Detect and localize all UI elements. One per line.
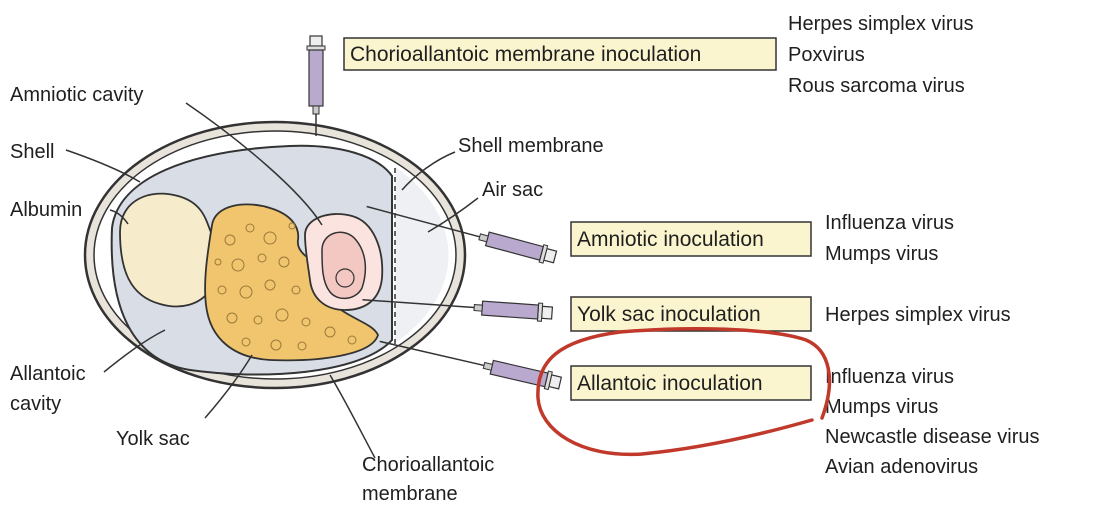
virus-item: Influenza virus bbox=[825, 366, 954, 388]
inoculation-allantoic-label: Allantoic inoculation bbox=[577, 372, 763, 395]
virus-list-allantoic: Influenza virus Mumps virus Newcastle di… bbox=[825, 366, 1040, 478]
virus-item: Newcastle disease virus bbox=[825, 426, 1040, 448]
label-amniotic-cavity: Amniotic cavity bbox=[10, 84, 143, 106]
inoculation-cam: Chorioallantoic membrane inoculation bbox=[344, 38, 776, 70]
virus-list-cam: Herpes simplex virus Poxvirus Rous sarco… bbox=[788, 13, 974, 97]
inoculation-allantoic: Allantoic inoculation bbox=[571, 366, 811, 400]
inoculation-cam-label: Chorioallantoic membrane inoculation bbox=[350, 43, 701, 66]
label-chorioallantoic-membrane-line2: membrane bbox=[362, 483, 458, 505]
label-air-sac: Air sac bbox=[482, 179, 543, 201]
inoculation-yolk-sac-label: Yolk sac inoculation bbox=[577, 303, 761, 326]
virus-item: Herpes simplex virus bbox=[825, 304, 1011, 326]
inoculation-amniotic-label: Amniotic inoculation bbox=[577, 228, 764, 251]
label-allantoic-cavity-line2: cavity bbox=[10, 393, 61, 415]
syringe-cam bbox=[307, 36, 325, 136]
virus-item: Mumps virus bbox=[825, 396, 938, 418]
virus-list-yolk-sac: Herpes simplex virus bbox=[825, 304, 1011, 326]
virus-item: Mumps virus bbox=[825, 243, 938, 265]
label-shell-membrane: Shell membrane bbox=[458, 135, 604, 157]
virus-item: Herpes simplex virus bbox=[788, 13, 974, 35]
virus-list-amniotic: Influenza virus Mumps virus bbox=[825, 212, 954, 265]
virus-item: Poxvirus bbox=[788, 44, 865, 66]
virus-item: Avian adenovirus bbox=[825, 456, 978, 478]
virus-item: Influenza virus bbox=[825, 212, 954, 234]
label-shell: Shell bbox=[10, 141, 54, 163]
inoculation-amniotic: Amniotic inoculation bbox=[571, 222, 811, 256]
inoculation-yolk-sac: Yolk sac inoculation bbox=[571, 297, 811, 331]
virus-item: Rous sarcoma virus bbox=[788, 75, 965, 97]
label-chorioallantoic-membrane-line1: Chorioallantoic bbox=[362, 454, 494, 476]
label-albumin: Albumin bbox=[10, 199, 82, 221]
label-yolk-sac: Yolk sac bbox=[116, 428, 190, 450]
label-allantoic-cavity-line1: Allantoic bbox=[10, 363, 86, 385]
